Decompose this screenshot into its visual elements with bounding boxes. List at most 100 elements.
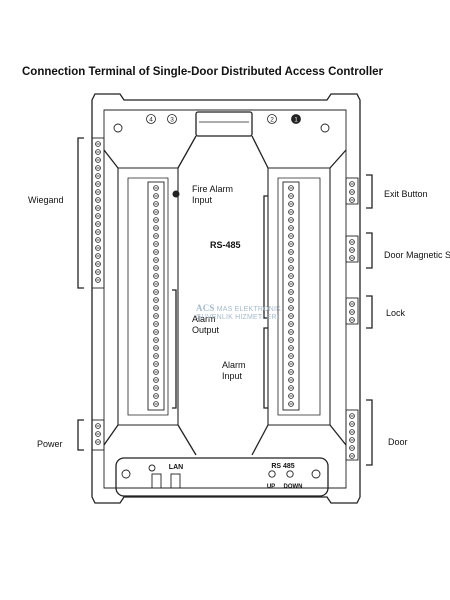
- wiegand-bracket: [77, 137, 84, 289]
- mount-hole: [113, 123, 123, 133]
- terminal-screw: [95, 189, 101, 195]
- door-terminal: [345, 409, 359, 461]
- power-bracket: [77, 419, 84, 451]
- mount-hole: [121, 469, 131, 479]
- terminal-screw: [288, 201, 294, 207]
- terminal-screw: [153, 257, 159, 263]
- terminal-screw: [349, 189, 355, 195]
- terminal-screw: [95, 213, 101, 219]
- terminal-screw: [95, 157, 101, 163]
- terminal-screw: [349, 197, 355, 203]
- terminal-screw: [288, 337, 294, 343]
- terminal-screw: [288, 305, 294, 311]
- terminal-screw: [349, 421, 355, 427]
- lock-bracket: [366, 295, 373, 329]
- terminal-screw: [153, 273, 159, 279]
- badge-3: 3: [170, 117, 174, 124]
- terminal-screw: [288, 321, 294, 327]
- terminal-screw: [153, 353, 159, 359]
- terminal-screw: [153, 249, 159, 255]
- terminal-screw: [349, 453, 355, 459]
- terminal-screw: [349, 255, 355, 261]
- terminal-screw: [349, 247, 355, 253]
- lock-terminal: [345, 297, 359, 325]
- terminal-screw: [153, 289, 159, 295]
- down-label: DOWN: [284, 484, 303, 490]
- terminal-screw: [153, 345, 159, 351]
- exit-button-label: Exit Button: [384, 189, 428, 199]
- down-led: [286, 470, 294, 478]
- terminal-screw: [153, 337, 159, 343]
- terminal-screw: [288, 257, 294, 263]
- top-connector: [195, 111, 253, 137]
- terminal-screw: [153, 193, 159, 199]
- terminal-screw: [288, 225, 294, 231]
- terminal-screw: [288, 297, 294, 303]
- terminal-screw: [288, 289, 294, 295]
- terminal-screw: [288, 233, 294, 239]
- badge-4: 4: [149, 117, 153, 124]
- terminal-screw: [288, 361, 294, 367]
- alarm-input-bracket: [263, 327, 268, 409]
- door-magnetic-label: Door Magnetic S: [384, 250, 450, 260]
- terminal-screw: [95, 141, 101, 147]
- terminal-screw: [288, 385, 294, 391]
- terminal-screw: [288, 401, 294, 407]
- terminal-screw: [349, 181, 355, 187]
- terminal-screw: [95, 229, 101, 235]
- terminal-screw: [153, 209, 159, 215]
- terminal-screw: [95, 205, 101, 211]
- terminal-screw: [153, 281, 159, 287]
- lan-port: [151, 473, 162, 489]
- terminal-screw: [95, 431, 101, 437]
- controller-housing: [91, 93, 361, 504]
- terminal-screw: [153, 225, 159, 231]
- terminal-screw: [153, 265, 159, 271]
- inner-left-terminal-column: [147, 181, 165, 411]
- inner-right-terminal-column: [282, 181, 300, 411]
- alarm-input-label: Alarm Input: [222, 360, 246, 381]
- terminal-screw: [95, 149, 101, 155]
- terminal-screw: [95, 269, 101, 275]
- terminal-screw: [153, 393, 159, 399]
- terminal-screw: [288, 217, 294, 223]
- diagram-title: Connection Terminal of Single-Door Distr…: [22, 66, 384, 78]
- terminal-screw: [288, 273, 294, 279]
- terminal-screw: [95, 277, 101, 283]
- up-led: [268, 470, 276, 478]
- terminal-screw: [153, 217, 159, 223]
- up-label: UP: [267, 484, 275, 490]
- door-bracket: [366, 399, 373, 466]
- lock-label: Lock: [386, 308, 406, 318]
- terminal-screw: [153, 185, 159, 191]
- terminal-screw: [153, 369, 159, 375]
- alarm-output-label: Alarm Output: [192, 314, 220, 335]
- terminal-screw: [349, 429, 355, 435]
- terminal-screw: [95, 197, 101, 203]
- rs485-bracket: [263, 195, 268, 319]
- watermark: ACS MAS ELEKTRONIK GUVENLIK HIZMETLERI: [196, 303, 282, 322]
- door-magnetic-bracket: [366, 232, 373, 269]
- bottom-port-box: [115, 457, 329, 497]
- mount-hole: [320, 123, 330, 133]
- lan-port-2: [170, 473, 181, 489]
- terminal-screw: [288, 369, 294, 375]
- terminal-screw: [349, 445, 355, 451]
- wiegand-label: Wiegand: [28, 195, 64, 205]
- power-terminal-strip: [91, 419, 105, 451]
- terminal-screw: [349, 239, 355, 245]
- terminal-screw: [95, 221, 101, 227]
- terminal-screw: [153, 361, 159, 367]
- fire-alarm-label: Fire Alarm Input: [192, 184, 234, 205]
- terminal-screw: [349, 317, 355, 323]
- mount-hole: [311, 469, 321, 479]
- rs485-bottom-label: RS 485: [271, 463, 294, 470]
- terminal-screw: [288, 393, 294, 399]
- terminal-screw: [95, 253, 101, 259]
- terminal-screw: [153, 401, 159, 407]
- exit-button-terminal: [345, 177, 359, 205]
- lan-label: LAN: [169, 464, 183, 471]
- terminal-screw: [153, 321, 159, 327]
- badge-1: 1: [294, 117, 298, 124]
